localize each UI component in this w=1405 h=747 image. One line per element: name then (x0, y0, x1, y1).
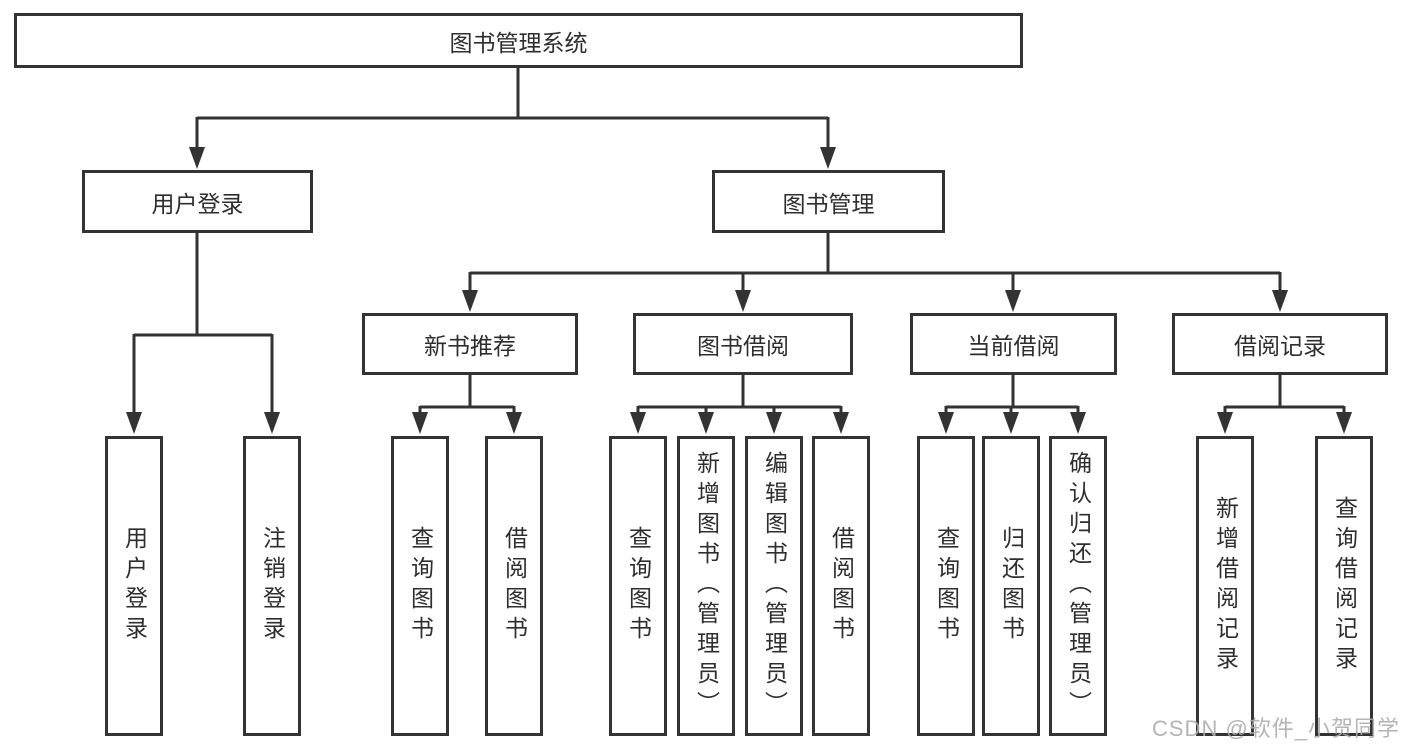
arrowhead (506, 412, 522, 434)
node-label: 编辑图书（管理员） (761, 451, 788, 721)
node-book-borrow: 图书借阅 (633, 313, 853, 375)
node-label: 新增图书（管理员） (693, 451, 720, 721)
watermark: CSDN @软件_小贺同学 (1152, 716, 1401, 741)
node-label: 查询图书 (407, 526, 434, 646)
node-borrow-records: 借阅记录 (1172, 313, 1388, 375)
node-label: 借阅图书 (501, 526, 528, 646)
node-label: 用户登录 (151, 190, 244, 217)
arrowhead (1336, 412, 1352, 434)
arrowhead (820, 147, 836, 169)
leaf-add-book-admin: 新增图书（管理员） (677, 436, 735, 736)
arrowhead (630, 412, 646, 434)
node-label: 查询图书 (933, 526, 960, 646)
leaf-return-book: 归还图书 (982, 436, 1040, 736)
arrowhead (462, 290, 478, 312)
node-label: 确认归还（管理员） (1065, 451, 1092, 721)
leaf-query-borrow-record: 查询借阅记录 (1315, 436, 1373, 736)
node-label: 借阅图书 (828, 526, 855, 646)
arrowhead (1070, 412, 1086, 434)
node-label: 新增借阅记录 (1212, 496, 1239, 676)
leaf-add-borrow-record: 新增借阅记录 (1196, 436, 1254, 736)
arrowhead (938, 412, 954, 434)
arrowhead (1003, 412, 1019, 434)
leaf-borrow-books: 借阅图书 (812, 436, 870, 736)
arrowhead (766, 412, 782, 434)
arrowhead (833, 412, 849, 434)
leaf-edit-book-admin: 编辑图书（管理员） (745, 436, 803, 736)
connector-new-book-recommend (418, 375, 516, 415)
node-label: 图书管理系统 (449, 29, 588, 56)
arrowhead (126, 412, 142, 434)
leaf-confirm-return-admin: 确认归还（管理员） (1049, 436, 1107, 736)
node-label: 当前借阅 (967, 333, 1060, 359)
arrowhead (1272, 290, 1288, 312)
node-label: 归还图书 (998, 526, 1025, 646)
node-label: 注销登录 (259, 526, 286, 646)
leaf-logout: 注销登录 (243, 436, 301, 736)
connector-current-borrow (944, 375, 1080, 415)
leaf-user-login: 用户登录 (105, 436, 163, 736)
node-root: 图书管理系统 (14, 13, 1023, 68)
node-book-management: 图书管理 (712, 170, 945, 233)
arrowheads (126, 147, 1352, 434)
connector-user-login (132, 233, 274, 415)
node-label: 新书推荐 (424, 333, 516, 359)
node-label: 借阅记录 (1234, 333, 1326, 359)
arrowhead (1005, 290, 1021, 312)
connector-root (195, 68, 830, 151)
leaf-query-books-recommend: 查询图书 (391, 436, 449, 736)
node-label: 查询借阅记录 (1331, 496, 1358, 676)
connector-book-borrow (636, 375, 843, 415)
leaf-query-books-current: 查询图书 (917, 436, 975, 736)
arrowhead (698, 412, 714, 434)
node-label: 图书管理 (782, 190, 875, 217)
node-label: 查询图书 (625, 526, 652, 646)
node-label: 图书借阅 (697, 333, 789, 359)
node-new-book-recommend: 新书推荐 (362, 313, 578, 375)
arrowhead (264, 412, 280, 434)
arrowhead (1217, 412, 1233, 434)
node-label: 用户登录 (121, 526, 148, 646)
connector-book-management (468, 233, 1282, 293)
arrowhead (412, 412, 428, 434)
leaf-borrow-books-recommend: 借阅图书 (485, 436, 543, 736)
arrowhead (735, 290, 751, 312)
connector-borrow-records (1223, 375, 1346, 415)
node-user-login: 用户登录 (82, 170, 313, 233)
node-current-borrow: 当前借阅 (910, 313, 1117, 375)
leaf-query-books-borrow: 查询图书 (609, 436, 667, 736)
arrowhead (189, 147, 205, 169)
